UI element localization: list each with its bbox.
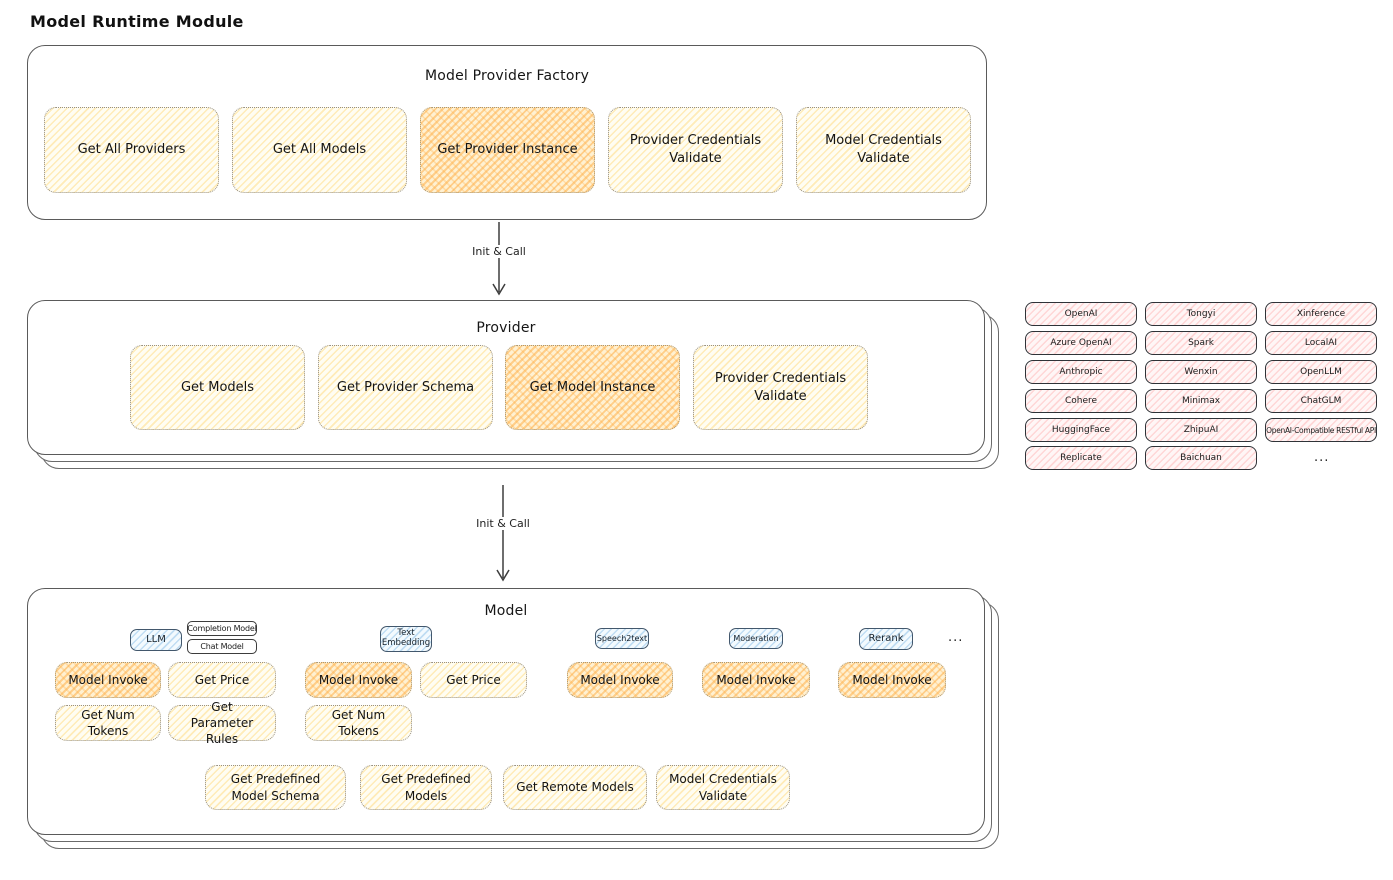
chip-chatglm: ChatGLM xyxy=(1265,389,1377,413)
model-btn-model-invoke-llm: Model Invoke xyxy=(55,662,161,698)
chip-openai: OpenAI xyxy=(1025,302,1137,326)
model-btn-get-predefined-models: Get Predefined Models xyxy=(360,765,492,810)
model-btn-get-price-llm: Get Price xyxy=(168,662,276,698)
factory-title: Model Provider Factory xyxy=(424,68,590,84)
model-title: Model xyxy=(484,603,528,619)
arrow-down-icon xyxy=(496,485,510,582)
chip-localai: LocalAI xyxy=(1265,331,1377,355)
chip-xinference: Xinference xyxy=(1265,302,1377,326)
tab-moderation: Moderation xyxy=(729,628,783,649)
tab-speech2text: Speech2text xyxy=(595,628,649,649)
factory-btn-get-all-providers: Get All Providers xyxy=(44,107,219,193)
factory-btn-provider-credentials-validate: Provider Credentials Validate xyxy=(608,107,783,193)
provider-btn-get-provider-schema: Get Provider Schema xyxy=(318,345,493,430)
chips-ellipsis: ... xyxy=(1314,450,1330,465)
chip-anthropic: Anthropic xyxy=(1025,360,1137,384)
provider-btn-provider-credentials-validate: Provider Credentials Validate xyxy=(693,345,868,430)
tab-rerank: Rerank xyxy=(859,628,913,650)
chip-spark: Spark xyxy=(1145,331,1257,355)
chip-replicate: Replicate xyxy=(1025,446,1137,470)
chip-baichuan: Baichuan xyxy=(1145,446,1257,470)
model-btn-get-price-embedding: Get Price xyxy=(420,662,527,698)
factory-btn-model-credentials-validate: Model Credentials Validate xyxy=(796,107,971,193)
provider-title: Provider xyxy=(476,320,536,336)
factory-btn-get-provider-instance: Get Provider Instance xyxy=(420,107,595,193)
page-title: Model Runtime Module xyxy=(30,12,244,31)
arrow1-label: Init & Call xyxy=(465,245,533,258)
factory-btn-get-all-models: Get All Models xyxy=(232,107,407,193)
chip-cohere: Cohere xyxy=(1025,389,1137,413)
tab-chat-model: Chat Model xyxy=(187,639,257,654)
chip-openai-compatible-restful-api: OpenAI-Compatible RESTful API xyxy=(1265,418,1377,442)
tab-text-embedding: Text Embedding xyxy=(380,626,432,652)
chip-minimax: Minimax xyxy=(1145,389,1257,413)
chip-openllm: OpenLLM xyxy=(1265,360,1377,384)
provider-btn-get-models: Get Models xyxy=(130,345,305,430)
chip-azure-openai: Azure OpenAI xyxy=(1025,331,1137,355)
model-btn-get-num-tokens-embedding: Get Num Tokens xyxy=(305,705,412,741)
model-btn-get-num-tokens-llm: Get Num Tokens xyxy=(55,705,161,741)
chip-wenxin: Wenxin xyxy=(1145,360,1257,384)
model-btn-model-invoke-moderation: Model Invoke xyxy=(702,662,810,698)
tab-completion-model: Completion Model xyxy=(187,621,257,636)
tab-llm: LLM xyxy=(130,629,182,651)
model-btn-get-parameter-rules: Get Parameter Rules xyxy=(168,700,276,746)
arrow2-label: Init & Call xyxy=(469,517,537,530)
provider-btn-get-model-instance: Get Model Instance xyxy=(505,345,680,430)
model-btn-model-invoke-rerank: Model Invoke xyxy=(838,662,946,698)
chip-zhipuai: ZhipuAI xyxy=(1145,418,1257,442)
tabs-ellipsis: ... xyxy=(948,630,964,645)
model-btn-model-credentials-validate: Model Credentials Validate xyxy=(656,765,790,810)
model-btn-get-remote-models: Get Remote Models xyxy=(503,765,647,810)
chip-huggingface: HuggingFace xyxy=(1025,418,1137,442)
chip-tongyi: Tongyi xyxy=(1145,302,1257,326)
model-btn-model-invoke-speech2text: Model Invoke xyxy=(567,662,673,698)
model-btn-get-predefined-model-schema: Get Predefined Model Schema xyxy=(205,765,346,810)
model-btn-model-invoke-embedding: Model Invoke xyxy=(305,662,412,698)
arrow-down-icon xyxy=(492,222,506,296)
